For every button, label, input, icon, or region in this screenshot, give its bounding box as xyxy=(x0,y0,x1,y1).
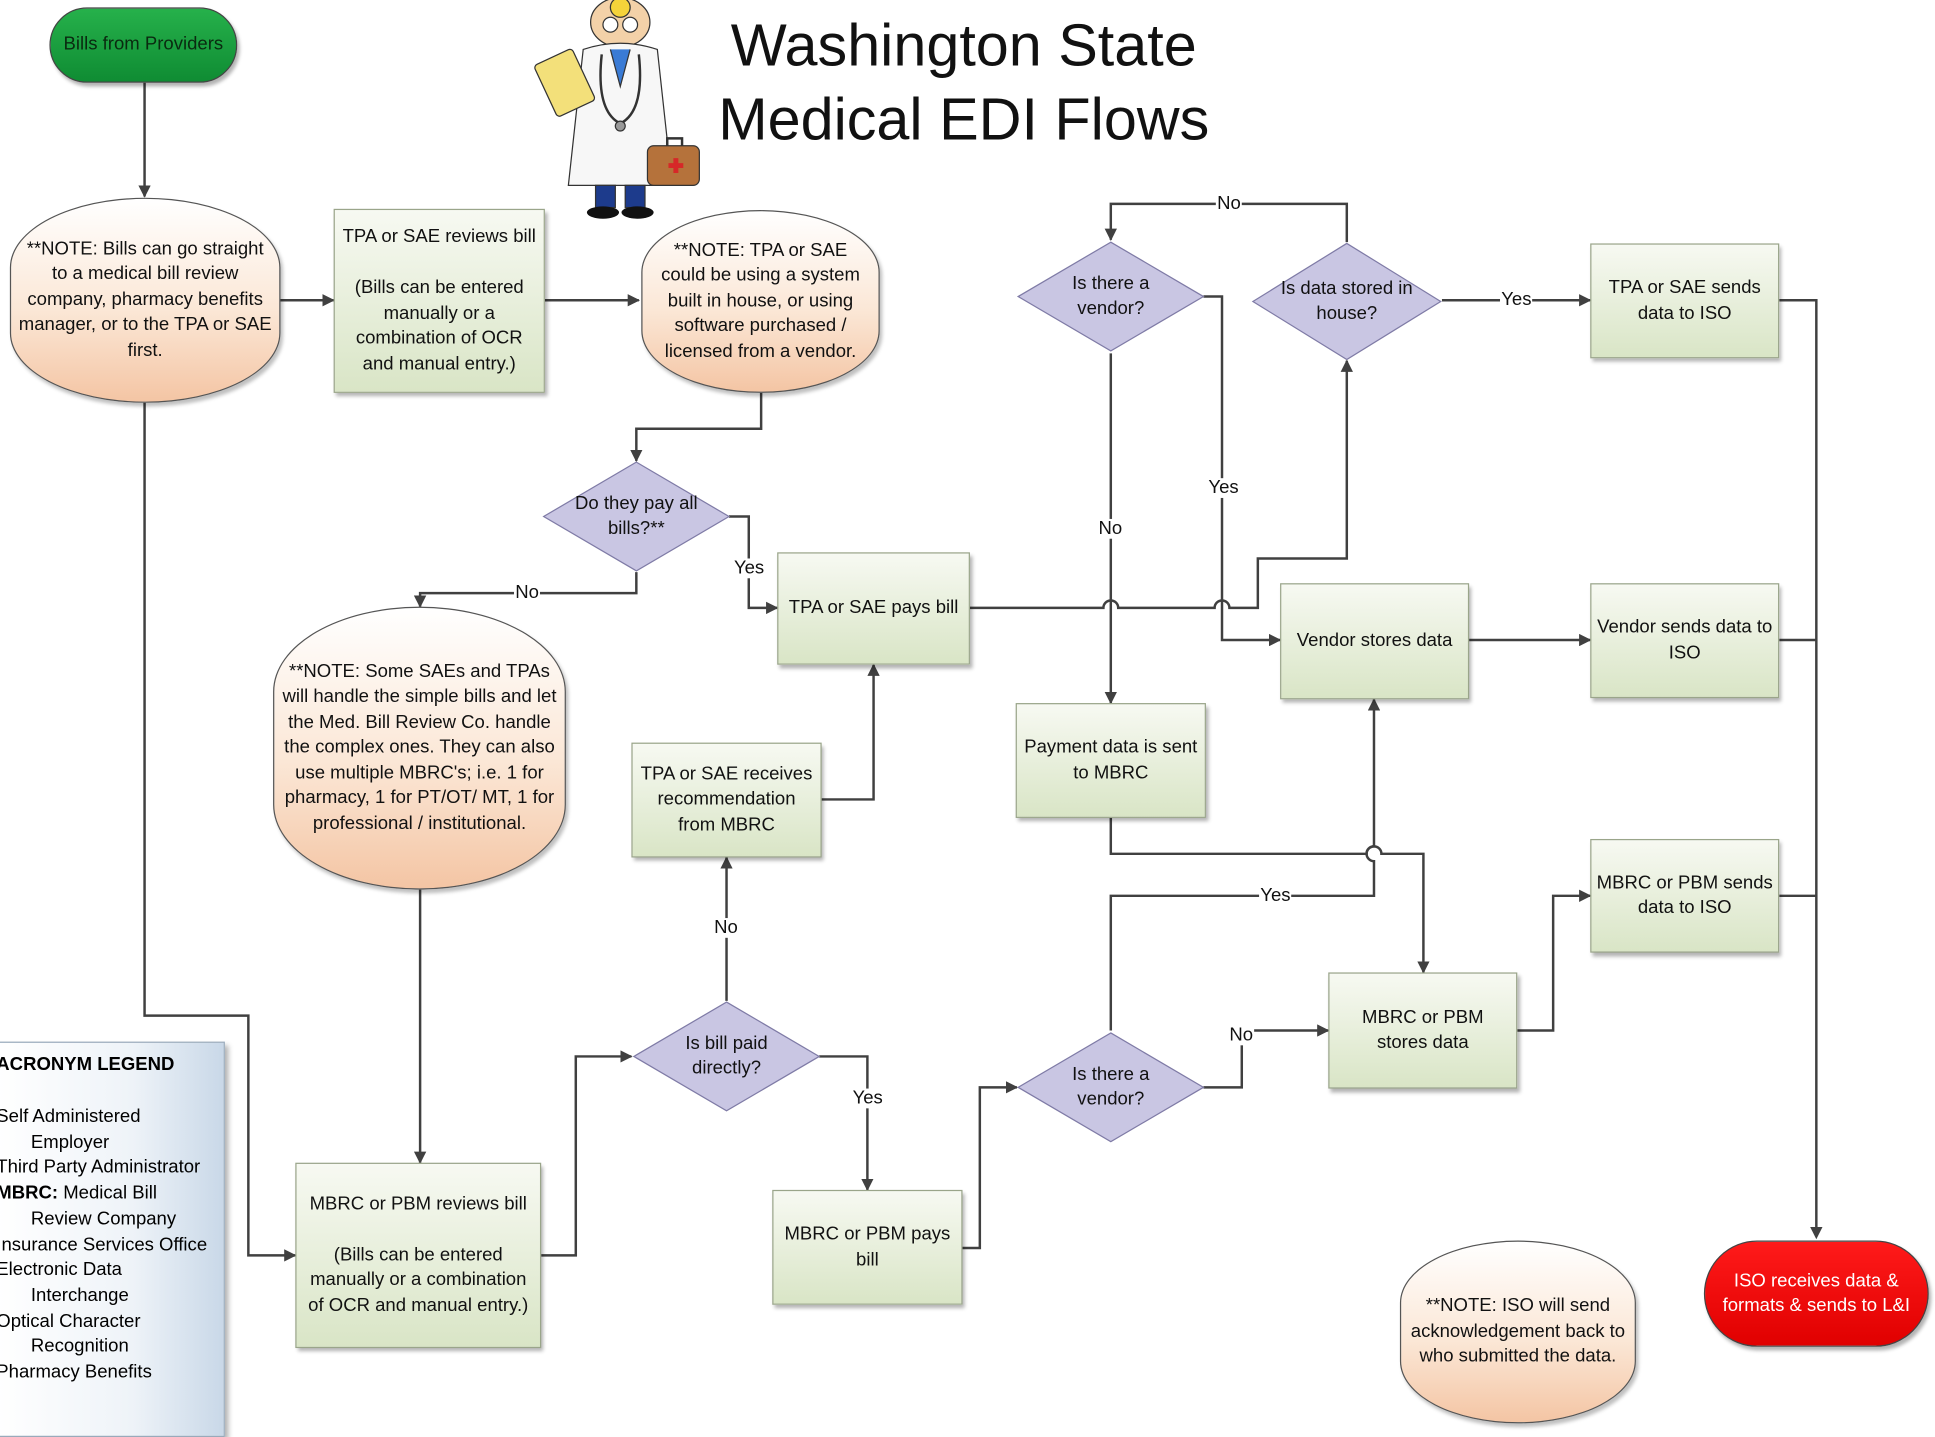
process-tpa-reviews-bill: TPA or SAE reviews bill (Bills can be en… xyxy=(333,208,545,393)
start-bills-from-providers: Bills from Providers xyxy=(49,7,238,83)
decision-data-in-house xyxy=(1251,242,1442,361)
edge-label-yes: Yes xyxy=(1207,476,1240,498)
decision-vendor-bottom xyxy=(1016,1032,1205,1143)
legend-entry: Self Administered Employer xyxy=(0,1105,141,1153)
edge-label-no: No xyxy=(1215,192,1243,214)
doctor-illustration xyxy=(534,0,700,219)
note-some-saes: **NOTE: Some SAEs and TPAs will handle t… xyxy=(273,606,566,890)
legend-entry: Third Party Administrator xyxy=(0,1157,201,1179)
edge-label-yes: Yes xyxy=(851,1087,885,1109)
decision-label-vendor-bottom: Is there a vendor? xyxy=(1072,1063,1150,1110)
legend-entry: Pharmacy Benefits xyxy=(0,1361,152,1383)
edge-note-to-payall xyxy=(630,392,763,463)
edge-mbrc-review-to-paid-directly xyxy=(541,1050,633,1257)
process-tpa-pays-bill: TPA or SAE pays bill xyxy=(777,552,970,665)
legend-entry: Insurance Services Office xyxy=(0,1233,208,1255)
acronym-legend: ACRONYM LEGEND Self Administered Employe… xyxy=(0,1041,225,1437)
edge-note-to-mbrc-review xyxy=(143,402,297,1262)
edge-label-no: No xyxy=(1097,517,1124,539)
decision-label-vendor-top: Is there a vendor? xyxy=(1072,273,1150,319)
edge-label-yes: Yes xyxy=(1500,289,1533,311)
legend-entry: Optical Character Recognition xyxy=(0,1310,141,1358)
note-bills-straight: **NOTE: Bills can go straight to a medic… xyxy=(9,197,281,403)
decision-pay-all-bills xyxy=(542,461,731,572)
edge-mbrc-stores-to-sends xyxy=(1517,889,1592,1032)
legend-title: ACRONYM LEGEND xyxy=(0,1053,175,1075)
process-payment-data-to-mbrc: Payment data is sent to MBRC xyxy=(1015,703,1206,818)
iso-bus-line xyxy=(1779,299,1818,1236)
process-vendor-stores-data: Vendor stores data xyxy=(1280,583,1470,700)
note-iso-ack: **NOTE: ISO will send acknowledgement ba… xyxy=(1399,1240,1636,1424)
edge-label-no: No xyxy=(712,916,740,938)
decision-label-data-in-house: Is data stored in house? xyxy=(1280,278,1413,324)
page-title: Washington State Medical EDI Flows xyxy=(718,13,1210,154)
edge-vendor-top-yes xyxy=(1203,295,1282,647)
edge-tpa-receives-to-pays xyxy=(821,663,880,801)
edge-label-no: No xyxy=(514,581,541,603)
process-vendor-sends-iso: Vendor sends data to ISO xyxy=(1590,583,1780,699)
edge-payment-to-mbrc-stores xyxy=(1109,817,1430,974)
edge-vendor-bottom-no xyxy=(1203,1024,1330,1089)
edge-mbrc-pays-to-vendor xyxy=(962,1081,1019,1250)
end-iso-receives: ISO receives data & formats & sends to L… xyxy=(1703,1240,1929,1347)
legend-list: Self Administered Employer Third Party A… xyxy=(0,1105,213,1386)
legend-entry: MBRC: Medical Bill Review Company xyxy=(0,1182,177,1230)
edge-paid-directly-yes xyxy=(819,1055,874,1192)
legend-entry: Electronic Data Interchange xyxy=(0,1259,129,1306)
edge-tpa-pays-to-inhouse xyxy=(969,359,1353,610)
process-tpa-receives-recommendation: TPA or SAE receives recommendation from … xyxy=(631,742,822,858)
process-mbrc-stores-data: MBRC or PBM stores data xyxy=(1328,972,1518,1089)
decision-label-paid-directly: Is bill paid directly? xyxy=(685,1032,768,1079)
edge-label-yes: Yes xyxy=(732,557,766,579)
edge-label-no: No xyxy=(1228,1024,1255,1046)
process-mbrc-sends-iso: MBRC or PBM sends data to ISO xyxy=(1590,838,1780,953)
note-tpa-system: **NOTE: TPA or SAE could be using a syst… xyxy=(641,210,880,393)
decision-bill-paid-directly xyxy=(632,1001,821,1112)
edge-label-yes: Yes xyxy=(1259,884,1292,906)
process-mbrc-pays-bill: MBRC or PBM pays bill xyxy=(772,1189,963,1305)
process-mbrc-reviews-bill: MBRC or PBM reviews bill (Bills can be e… xyxy=(295,1162,542,1349)
process-tpa-sends-iso: TPA or SAE sends data to ISO xyxy=(1590,243,1780,359)
decision-vendor-top xyxy=(1016,241,1205,352)
decision-label-pay-all: Do they pay all bills?** xyxy=(575,493,698,539)
